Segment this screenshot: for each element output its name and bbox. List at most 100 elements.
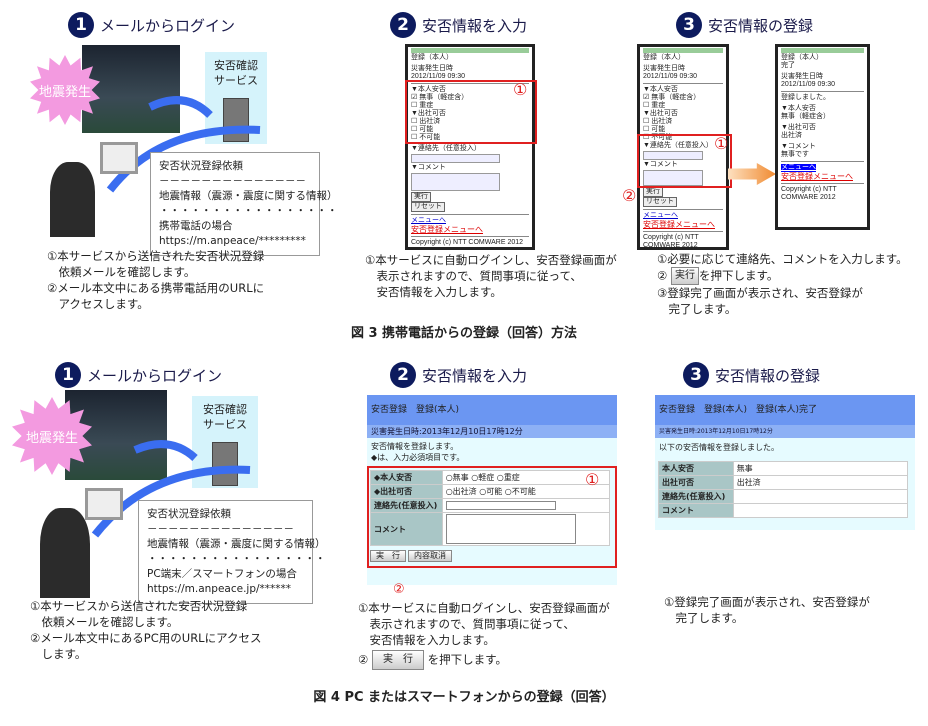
option-impossible[interactable]: ☐ 不可能 (411, 134, 441, 141)
work-value: 出社済 (781, 132, 802, 139)
work-label: ▼出社可否 (643, 110, 678, 117)
contact-input[interactable] (445, 501, 556, 510)
safety-label: ▼本人安否 (411, 86, 446, 93)
work-label: 出社可否 (658, 475, 734, 490)
option-unharmed[interactable]: ☑ 無事（軽症含） (411, 94, 469, 101)
service-label: 安否確認 サービス (214, 59, 258, 87)
copyright: Copyright (c) NTT COMWARE 2012 (411, 239, 524, 246)
menu-link[interactable]: メニューへ (643, 212, 678, 219)
service-label: 安否確認 サービス (203, 403, 247, 431)
server-icon (212, 442, 238, 486)
safety-value: 無事（軽症含） (781, 113, 830, 120)
cancel-button[interactable]: 内容取消 (408, 550, 452, 562)
option-serious[interactable]: ☐ 重症 (411, 102, 434, 109)
anpi-menu-link[interactable]: 安否登録メニューへ (411, 225, 483, 234)
contact-input[interactable] (411, 154, 500, 163)
marker-2: ② (622, 186, 637, 205)
contact-label: ▼連絡先（任意投入） (643, 142, 713, 149)
person-with-phone (50, 162, 95, 237)
step2-description: ①本サービスに自動ログインし、安否登録画面が 表示されますので、質問事項に従って… (358, 600, 610, 670)
marker-1: ① (513, 80, 528, 99)
option-at-work[interactable]: ☐ 出社済 (643, 118, 673, 125)
email-preview: 安否状況登録依頼 －－－－－－－－－－－－－－ 地震情報（震源・震度に関する情報… (138, 500, 326, 604)
marker-1: ① (585, 470, 600, 489)
mobile-input-screen: 登録（本人） 災害発生日時 2012/11/09 09:30 ▼本人安否 ☑ 無… (405, 44, 535, 250)
exec-button[interactable]: 実行 (411, 192, 431, 202)
option-possible[interactable]: ☐ 可能 (643, 126, 666, 133)
safety-label: ▼本人安否 (781, 105, 816, 112)
figure3-caption: 図 3 携帯電話からの登録（回答）方法 (350, 326, 578, 341)
comment-label: ▼コメント (781, 143, 816, 150)
date-label: 災害発生日時 (411, 65, 453, 72)
exec-button-illustration: 実 行 (371, 650, 424, 670)
option-at-work[interactable]: ☐ 出社済 (411, 118, 441, 125)
arrow-right-icon (728, 163, 776, 185)
monitor-icon (100, 142, 138, 174)
comment-textarea[interactable] (643, 170, 703, 186)
anpi-menu-link[interactable]: 安否登録メニューへ (643, 220, 715, 229)
highlight-box-1 (637, 134, 732, 188)
work-label: ▼出社可否 (411, 110, 446, 117)
comment-label: コメント (658, 503, 734, 518)
status: 完了 (781, 62, 795, 69)
copyright: Copyright (c) NTT COMWARE 2012 (781, 186, 837, 201)
option-serious[interactable]: ☐ 重症 (643, 102, 666, 109)
flow-arrows (106, 96, 261, 193)
fig3-step3-heading: 3 安否情報の登録 (676, 12, 813, 38)
anpi-menu-link[interactable]: 安否登録メニューへ (781, 172, 853, 181)
server-icon (223, 98, 249, 142)
safety-value: 無事 (732, 461, 909, 476)
exec-button[interactable]: 実行 (643, 187, 663, 197)
step-title: 安否情報の登録 (715, 366, 821, 385)
step-number: 2 (390, 362, 416, 388)
arrow-icon (148, 96, 213, 118)
date-label: 災害発生日時 (781, 73, 823, 80)
screen-title: 登録（本人） (643, 54, 685, 61)
option-possible[interactable]: ☐ 可能 (411, 126, 434, 133)
copyright: Copyright (c) NTT COMWARE 2012 (643, 234, 699, 249)
comment-textarea[interactable] (411, 173, 500, 191)
figure4-caption: 図 4 PC またはスマートフォンからの登録（回答） (313, 690, 615, 705)
reset-button[interactable]: リセット (643, 197, 677, 207)
pc-input-screen: 安否登録 登録(本人) 災害発生日時:2013年12月10日17時12分 安否情… (367, 395, 617, 585)
exec-button-illustration: 実行 (670, 267, 699, 285)
step1-description: ①本サービスから送信された安否状況登録 依頼メールを確認します。 ②メール本文中… (30, 599, 262, 661)
step3-description: ①登録完了画面が表示され、安否登録が 完了します。 (664, 595, 870, 625)
step-title: メールからログイン (100, 16, 236, 35)
contact-label: 連絡先(任意投入) (658, 489, 734, 504)
date-value: 2012/11/09 09:30 (411, 73, 465, 80)
email-preview: 安否状況登録依頼 －－－－－－－－－－－－－－ 地震情報（震源・震度に関する情報… (150, 152, 338, 256)
option-impossible[interactable]: ☐ 不可能 (643, 134, 673, 141)
contact-input[interactable] (643, 151, 703, 160)
reset-button[interactable]: リセット (411, 202, 445, 212)
safety-label: 本人安否 (658, 461, 734, 476)
arrow-icon (133, 440, 198, 462)
menu-link[interactable]: メニューへ (781, 164, 816, 172)
safety-label: ▼本人安否 (643, 86, 678, 93)
step-number: 3 (683, 362, 709, 388)
step-number: 3 (676, 12, 702, 38)
menu-link[interactable]: メニューへ (411, 217, 446, 224)
safety-label: ◆本人安否 (370, 470, 443, 485)
arrow-icon (106, 125, 261, 193)
step-title: 安否情報の登録 (708, 16, 814, 35)
step-number: 1 (55, 362, 81, 388)
comment-label: コメント (370, 512, 443, 546)
exec-button[interactable]: 実 行 (370, 550, 406, 562)
work-label: ▼出社可否 (781, 124, 816, 131)
safety-radios[interactable]: ○無事 ○軽症 ○重症 (441, 470, 611, 485)
comment-textarea[interactable] (445, 514, 576, 544)
comment-value: 無事です (781, 151, 809, 158)
work-value: 出社済 (732, 475, 909, 490)
comment-label: ▼コメント (643, 161, 678, 168)
monitor-icon (85, 488, 123, 520)
option-unharmed[interactable]: ☑ 無事（軽症含） (643, 94, 701, 101)
result-table: 本人安否無事 出社可否出社済 連絡先(任意投入) コメント (658, 461, 909, 518)
step1-description: ①本サービスから送信された安否状況登録 依頼メールを確認します。 ②メール本文中… (47, 249, 265, 311)
marker-1: ① (714, 134, 729, 153)
fig4-step3-heading: 3 安否情報の登録 (683, 362, 820, 388)
contact-label: ▼連絡先（任意投入） (411, 145, 481, 152)
